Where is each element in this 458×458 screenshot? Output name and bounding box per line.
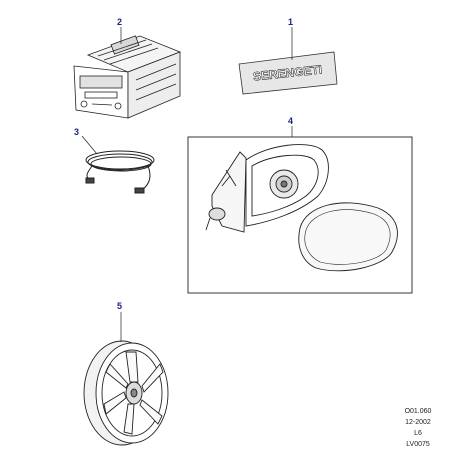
door-mirror-housing[interactable]	[205, 144, 329, 233]
reference-date: 12-2002	[405, 419, 431, 426]
antenna-cable[interactable]	[85, 150, 155, 194]
leader-line-3	[81, 135, 98, 155]
reference-level: L6	[414, 430, 422, 437]
mirror-frame	[187, 136, 413, 294]
callout-5: 5	[117, 301, 122, 311]
callout-3: 3	[74, 127, 79, 137]
reference-sheet: LV0075	[406, 441, 430, 448]
reference-code: O01.060	[404, 408, 432, 415]
callout-1: 1	[288, 17, 293, 27]
serengeti-badge[interactable]: SERENGETI	[238, 51, 338, 95]
radio-unit[interactable]	[73, 35, 182, 119]
callout-4: 4	[288, 116, 293, 126]
callout-2: 2	[117, 17, 122, 27]
alloy-wheel[interactable]	[83, 340, 169, 446]
mirror-glass[interactable]	[298, 202, 398, 272]
